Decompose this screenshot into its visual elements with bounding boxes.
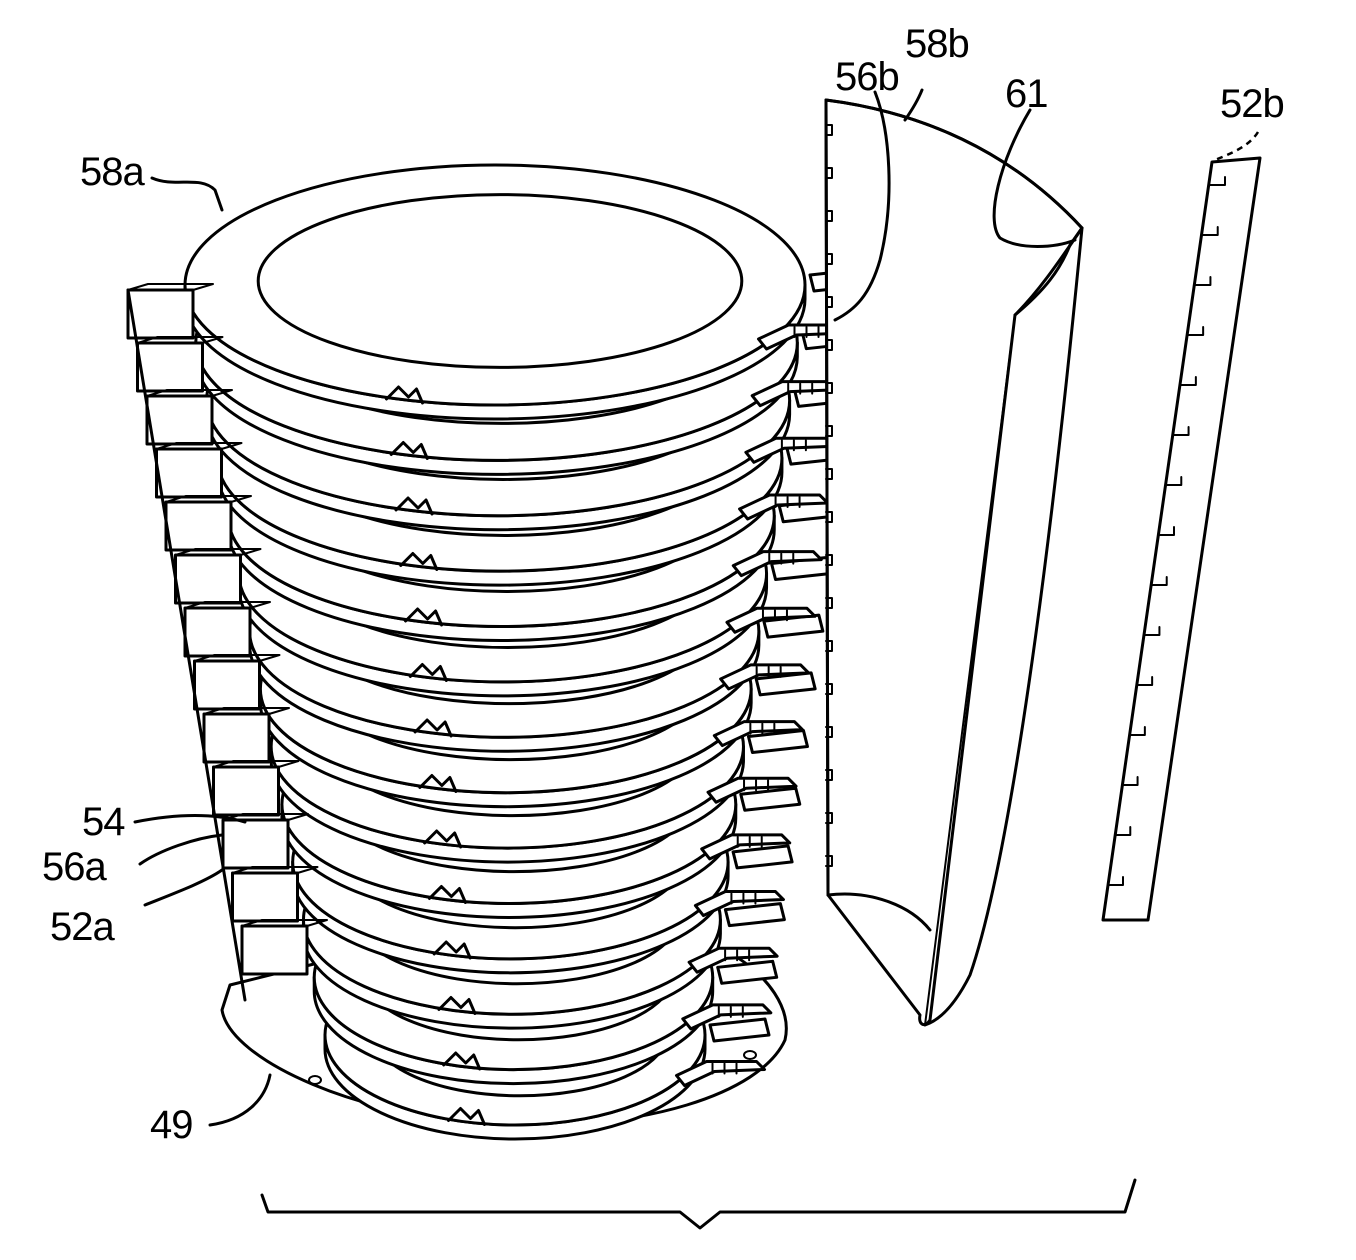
label-52a: 52a (50, 905, 115, 949)
cover-58b (826, 100, 1082, 1025)
label-58b: 58b (905, 22, 969, 66)
label-52b: 52b (1220, 82, 1284, 126)
label-58a: 58a (80, 150, 145, 194)
brush-block-52b (1103, 158, 1260, 920)
label-61: 61 (1005, 72, 1048, 116)
label-54: 54 (82, 800, 125, 844)
label-56a: 56a (42, 845, 107, 889)
label-56b: 56b (835, 55, 899, 99)
label-49: 49 (150, 1103, 193, 1147)
